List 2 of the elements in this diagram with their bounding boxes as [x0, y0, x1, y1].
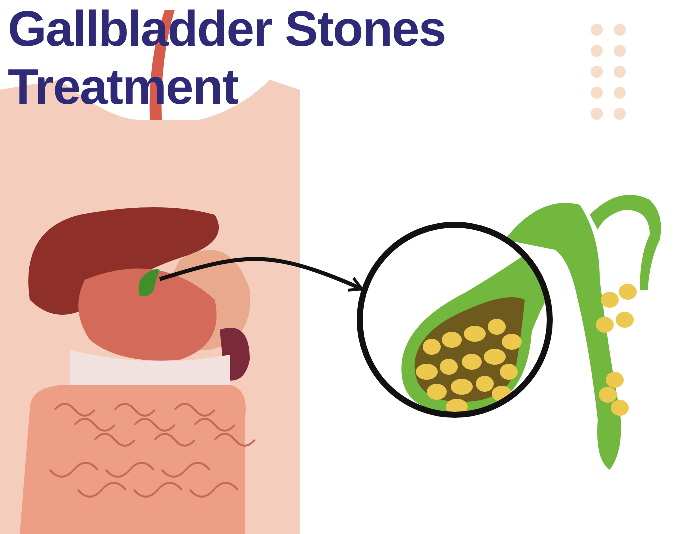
gallbladder-picture [136, 268, 160, 298]
gallbladder-stones-picture [357, 222, 553, 418]
